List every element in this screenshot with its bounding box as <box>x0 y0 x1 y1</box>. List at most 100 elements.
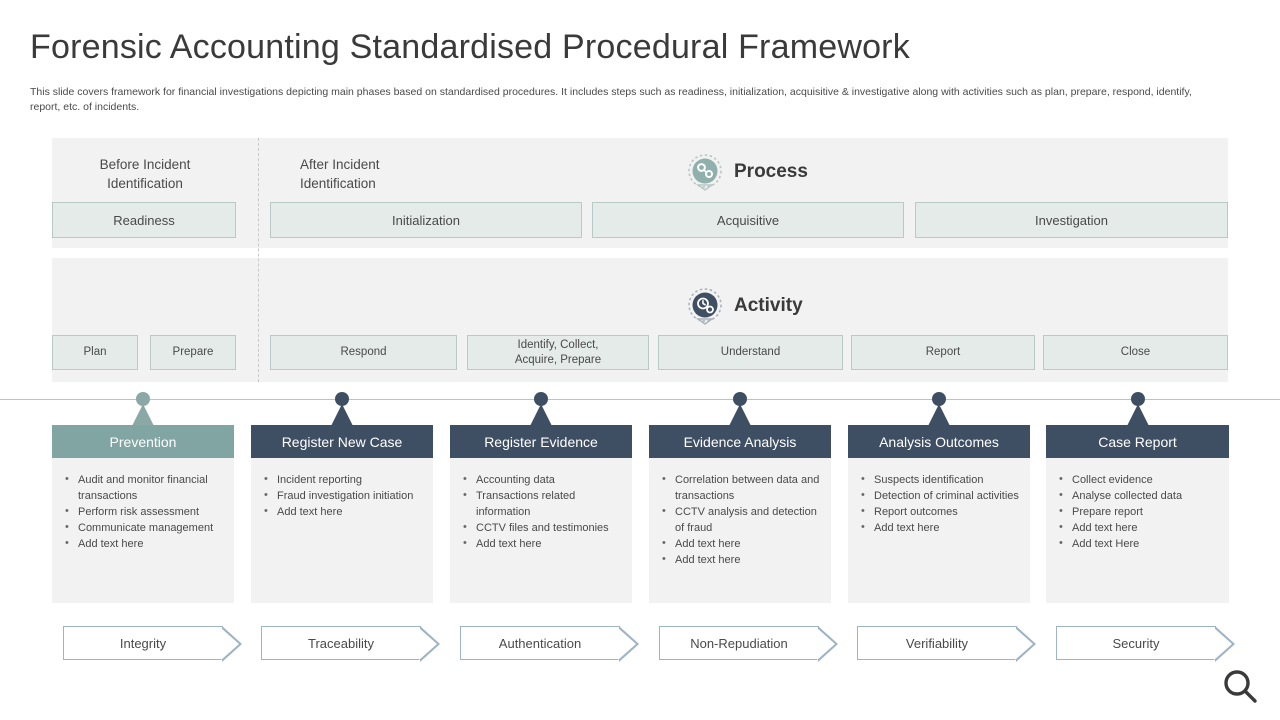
card-body: Accounting data Transactions related inf… <box>450 458 632 603</box>
card-title: Prevention <box>52 425 234 458</box>
process-label: Process <box>734 161 808 182</box>
list-item: Accounting data <box>460 471 624 488</box>
list-item: Audit and monitor financial transactions <box>62 471 226 504</box>
chevron-arrow-icon <box>1214 626 1235 662</box>
page-title: Forensic Accounting Standardised Procedu… <box>30 28 910 66</box>
timeline-pointer-2 <box>331 404 353 426</box>
chevron-verifiability[interactable]: Verifiability <box>857 626 1036 662</box>
process-pill-readiness[interactable]: Readiness <box>52 202 236 238</box>
timeline-dot-6 <box>1131 392 1145 406</box>
timeline-pointer-1 <box>132 404 154 426</box>
card-register-evidence[interactable]: Register Evidence Accounting data Transa… <box>450 425 632 603</box>
timeline-dot-3 <box>534 392 548 406</box>
activity-pill-understand[interactable]: Understand <box>658 335 843 370</box>
chevron-label: Authentication <box>498 635 582 651</box>
chevron-integrity[interactable]: Integrity <box>63 626 242 662</box>
chevron-arrow-icon <box>1015 626 1036 662</box>
list-item: Add text here <box>62 535 226 552</box>
phase-divider <box>258 138 259 382</box>
column-label-after-line1: After Incident <box>300 157 380 172</box>
process-header: Process <box>686 153 808 191</box>
page-subtitle: This slide covers framework for financia… <box>30 86 1192 113</box>
list-item: Detection of criminal activities <box>858 487 1022 504</box>
search-icon[interactable] <box>1218 664 1262 708</box>
card-prevention[interactable]: Prevention Audit and monitor financial t… <box>52 425 234 603</box>
list-item: Add text here <box>858 519 1022 536</box>
list-item: Add text here <box>460 535 624 552</box>
list-item: Prepare report <box>1056 503 1221 520</box>
timeline-dot-5 <box>932 392 946 406</box>
card-title: Case Report <box>1046 425 1229 458</box>
chevron-label: Integrity <box>119 635 167 651</box>
card-body: Correlation between data and transaction… <box>649 458 831 603</box>
gears-badge-icon <box>686 153 724 191</box>
card-body: Incident reporting Fraud investigation i… <box>251 458 433 603</box>
card-title: Register New Case <box>251 425 433 458</box>
chevron-arrow-icon <box>817 626 838 662</box>
card-case-report[interactable]: Case Report Collect evidence Analyse col… <box>1046 425 1229 603</box>
chevron-label: Verifiability <box>905 635 969 651</box>
list-item: Report outcomes <box>858 503 1022 520</box>
card-body: Collect evidence Analyse collected data … <box>1046 458 1229 603</box>
chevron-arrow-icon <box>221 626 242 662</box>
timeline-pointer-4 <box>729 404 751 426</box>
column-label-before-line1: Before Incident <box>99 157 191 172</box>
card-body: Suspects identification Detection of cri… <box>848 458 1030 603</box>
activity-pill-close[interactable]: Close <box>1043 335 1228 370</box>
list-item: Collect evidence <box>1056 471 1221 488</box>
timeline-pointer-3 <box>530 404 552 426</box>
clock-gear-badge-icon <box>686 287 724 325</box>
chevron-traceability[interactable]: Traceability <box>261 626 440 662</box>
process-pill-initialization[interactable]: Initialization <box>270 202 582 238</box>
list-item: Add text here <box>659 551 823 568</box>
column-label-before: Before Incident Identification <box>92 155 198 193</box>
card-body: Audit and monitor financial transactions… <box>52 458 234 603</box>
activity-pill-identify[interactable]: Identify, Collect, Acquire, Prepare <box>467 335 649 370</box>
card-title: Register Evidence <box>450 425 632 458</box>
activity-pill-plan[interactable]: Plan <box>52 335 138 370</box>
chevron-arrow-icon <box>618 626 639 662</box>
timeline-dot-1 <box>136 392 150 406</box>
list-item: Suspects identification <box>858 471 1022 488</box>
list-item: Communicate management <box>62 519 226 536</box>
timeline-dot-2 <box>335 392 349 406</box>
list-item: Add text Here <box>1056 535 1221 552</box>
timeline-pointer-6 <box>1127 404 1149 426</box>
card-analysis-outcomes[interactable]: Analysis Outcomes Suspects identificatio… <box>848 425 1030 603</box>
chevron-authentication[interactable]: Authentication <box>460 626 639 662</box>
timeline-pointer-5 <box>928 404 950 426</box>
chevron-arrow-icon <box>419 626 440 662</box>
list-item: Add text here <box>261 503 425 520</box>
list-item: Analyse collected data <box>1056 487 1221 504</box>
list-item: Add text here <box>659 535 823 552</box>
activity-pill-report[interactable]: Report <box>851 335 1035 370</box>
card-evidence-analysis[interactable]: Evidence Analysis Correlation between da… <box>649 425 831 603</box>
timeline-dot-4 <box>733 392 747 406</box>
card-register-new-case[interactable]: Register New Case Incident reporting Fra… <box>251 425 433 603</box>
chevron-non-repudiation[interactable]: Non-Repudiation <box>659 626 838 662</box>
activity-header: Activity <box>686 287 803 325</box>
list-item: Fraud investigation initiation <box>261 487 425 504</box>
column-label-after: After Incident Identification <box>300 155 450 193</box>
process-pill-acquisitive[interactable]: Acquisitive <box>592 202 904 238</box>
card-title: Analysis Outcomes <box>848 425 1030 458</box>
list-item: Incident reporting <box>261 471 425 488</box>
chevron-label: Security <box>1112 635 1160 651</box>
process-pill-investigation[interactable]: Investigation <box>915 202 1228 238</box>
chevron-security[interactable]: Security <box>1056 626 1235 662</box>
timeline-axis <box>0 399 1280 400</box>
activity-pill-identify-line1: Identify, Collect, <box>517 338 599 351</box>
activity-pill-respond[interactable]: Respond <box>270 335 457 370</box>
column-label-after-line2: Identification <box>300 176 376 191</box>
activity-label: Activity <box>734 295 803 316</box>
card-title: Evidence Analysis <box>649 425 831 458</box>
list-item: Transactions related information <box>460 487 624 520</box>
list-item: Perform risk assessment <box>62 503 226 520</box>
list-item: Add text here <box>1056 519 1221 536</box>
list-item: Correlation between data and transaction… <box>659 471 823 504</box>
column-label-before-line2: Identification <box>107 176 183 191</box>
activity-pill-prepare[interactable]: Prepare <box>150 335 236 370</box>
list-item: CCTV analysis and detection of fraud <box>659 503 823 536</box>
chevron-label: Non-Repudiation <box>690 635 788 651</box>
